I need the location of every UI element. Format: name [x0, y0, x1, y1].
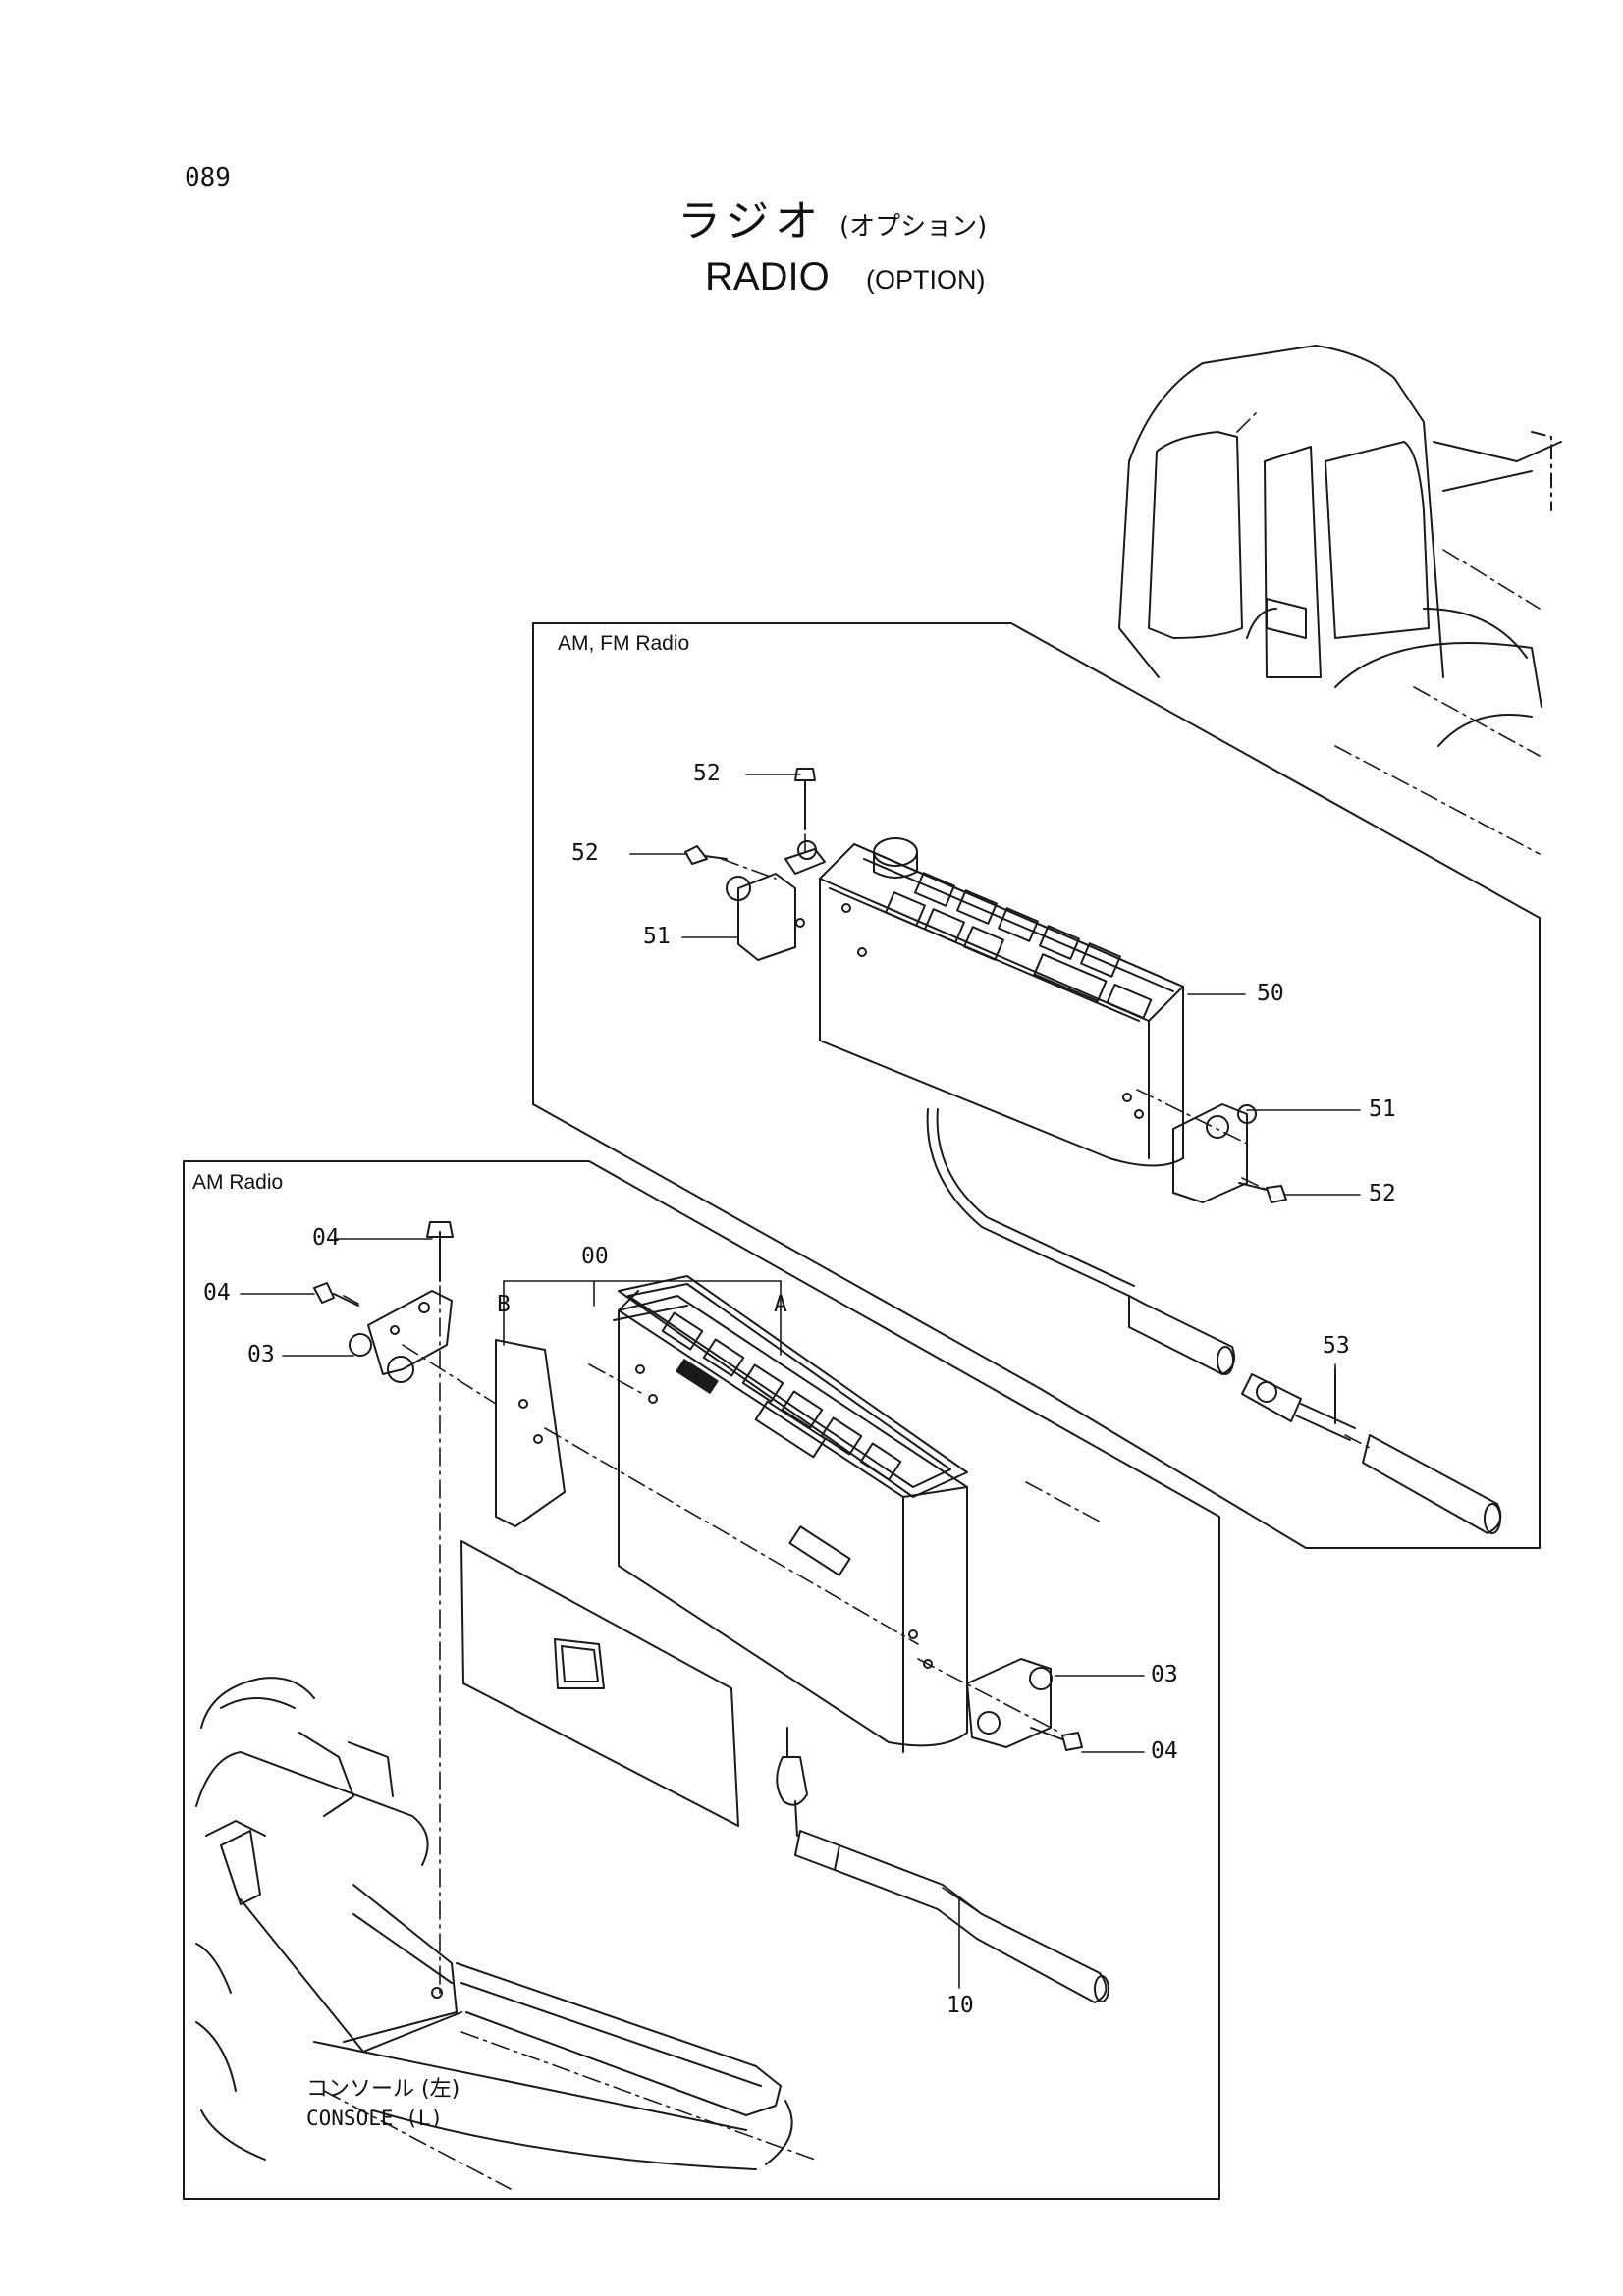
- callout-52-top: 52: [693, 761, 721, 786]
- am-radio-unit-drawing: [614, 1276, 967, 1752]
- callout-03-left: 03: [247, 1342, 275, 1367]
- alignment-guide-lines: [324, 412, 1540, 2189]
- console-left-drawing: [196, 1678, 792, 2169]
- title-japanese-subtitle: (オプション): [839, 212, 988, 241]
- callout-04-left: 04: [203, 1280, 231, 1306]
- excavator-cab-illustration: [1119, 346, 1561, 746]
- callout-53: 53: [1323, 1333, 1350, 1359]
- title-english-subtitle: (OPTION): [866, 265, 986, 294]
- console-label-english: CONSOLE (L): [306, 2107, 444, 2130]
- callout-b: B: [497, 1292, 511, 1317]
- callout-51-left: 51: [643, 924, 671, 949]
- am-mounting-plates-drawing: [461, 1340, 738, 1826]
- callout-50: 50: [1257, 981, 1284, 1006]
- callout-51-right: 51: [1369, 1096, 1396, 1122]
- callout-03-right: 03: [1151, 1662, 1178, 1687]
- antenna-cable-53-drawing: [1129, 1296, 1500, 1533]
- callout-04-top: 04: [312, 1225, 340, 1251]
- callout-leaders: [241, 774, 1360, 1988]
- am-radio-panel-label: AM Radio: [192, 1171, 284, 1194]
- callout-52-right: 52: [1369, 1181, 1396, 1206]
- amfm-panel-border: [533, 623, 1540, 1548]
- callout-10: 10: [947, 1993, 974, 2018]
- callout-a: A: [774, 1292, 787, 1317]
- title-english: RADIO: [705, 255, 830, 298]
- am-brackets-drawing: [314, 1222, 1082, 1750]
- title-japanese: ラジオ: [677, 196, 825, 246]
- amfm-radio-panel-label: AM, FM Radio: [558, 632, 690, 655]
- callout-00: 00: [581, 1244, 609, 1269]
- callout-52-left: 52: [571, 840, 599, 866]
- am-panel-border: [184, 1161, 1219, 2199]
- antenna-cable-10-drawing: [777, 1728, 1109, 2002]
- console-label-japanese: コンソール (左): [306, 2077, 460, 2102]
- fm-brackets-drawing: [685, 769, 1286, 1202]
- fm-radio-unit-drawing: [820, 838, 1183, 1296]
- callout-04-right: 04: [1151, 1738, 1178, 1764]
- page-number: 089: [185, 163, 231, 192]
